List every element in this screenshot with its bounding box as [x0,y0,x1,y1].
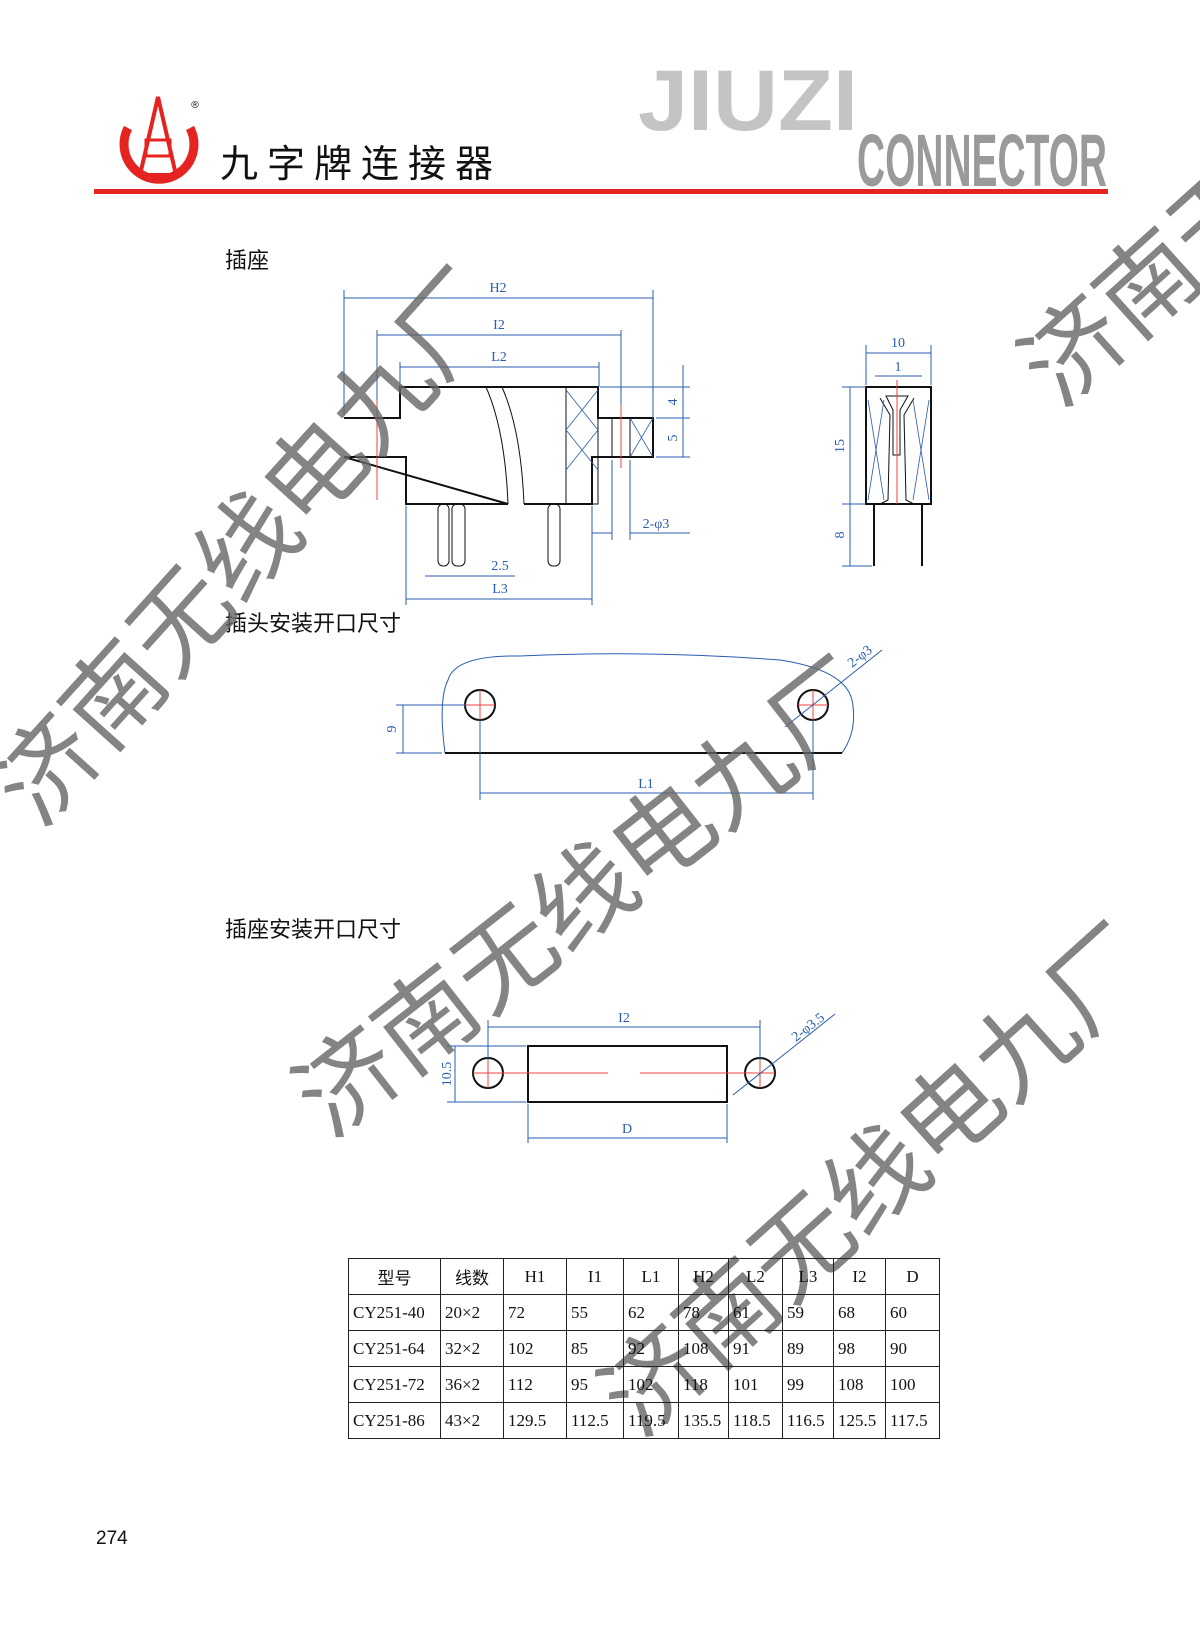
cell: 55 [566,1294,624,1331]
cell: CY251-72 [348,1366,441,1403]
cell: 99 [782,1366,834,1403]
cell: 102 [623,1366,679,1403]
col-header: H1 [503,1258,567,1295]
cell: 85 [566,1330,624,1367]
col-header: 型号 [348,1258,441,1295]
cell: 72 [503,1294,567,1331]
dim-label-9: 9 [385,726,400,733]
cell: CY251-40 [348,1294,441,1331]
dim-label-4: 4 [666,399,681,406]
brand-title: 九字牌连接器 [220,142,502,186]
cell: 119.5 [623,1402,679,1439]
cell: 98 [833,1330,886,1367]
cell: 95 [566,1366,624,1403]
section-title-plug-cutout: 插头安装开口尺寸 [225,612,401,637]
cell: 100 [885,1366,940,1403]
cell: 129.5 [503,1402,567,1439]
header-rule [94,189,1108,194]
col-header: I2 [833,1258,886,1295]
logo-wordmark-jiuzi: JIUZI [638,53,858,149]
cell: 32×2 [440,1330,504,1367]
cell: CY251-64 [348,1330,441,1367]
col-header: D [885,1258,940,1295]
dim-label-holes: 2-φ3 [643,517,670,532]
cell: CY251-86 [348,1402,441,1439]
dim-label-h2: H2 [489,281,506,296]
dim-label-i2: I2 [618,1011,630,1026]
dim-label-l1: L1 [638,777,654,792]
cell: 125.5 [833,1402,886,1439]
cell: 43×2 [440,1402,504,1439]
cell: 78 [678,1294,729,1331]
dim-label-l3: L3 [492,582,508,597]
cell: 112.5 [566,1402,624,1439]
watermark-text: 济南无线电九厂 [273,636,897,1159]
col-header: L2 [728,1258,783,1295]
dim-label-pitch: 2.5 [491,559,509,574]
page-number: 274 [96,1528,128,1549]
dim-label-i2: I2 [493,318,505,333]
dim-label-10-5: 10.5 [440,1062,455,1087]
col-header: H2 [678,1258,729,1295]
col-header: L1 [623,1258,679,1295]
cell: 89 [782,1330,834,1367]
dim-label-l2: L2 [491,350,507,365]
logo-wordmark-connector: CONNECTOR [857,119,1107,202]
cell: 118 [678,1366,729,1403]
cell: 108 [678,1330,729,1367]
brand-logo: ® [119,96,200,184]
registered-mark: ® [190,100,200,111]
cell: 61 [728,1294,783,1331]
dim-label-1: 1 [895,360,902,375]
cell: 118.5 [728,1402,783,1439]
cell: 116.5 [782,1402,834,1439]
watermark-text: 济南无线电九厂 [0,248,526,846]
cell: 91 [728,1330,783,1367]
dim-label-8: 8 [833,532,848,539]
watermark-text: 济南无线电九厂 [998,0,1200,428]
section-title-socket-cutout: 插座安装开口尺寸 [225,918,401,943]
cell: 60 [885,1294,940,1331]
socket-front-drawing: H2 I2 L2 L3 2.5 2-φ3 4 5 [343,281,690,605]
watermark-text: 济南无线电九厂 [0,978,66,1576]
section-title-socket: 插座 [225,249,269,274]
cell: 108 [833,1366,886,1403]
col-header: 线数 [440,1258,504,1295]
cell: 36×2 [440,1366,504,1403]
dim-label-15: 15 [833,439,848,453]
dim-label-10: 10 [891,336,905,351]
cell: 92 [623,1330,679,1367]
cell: 112 [503,1366,567,1403]
table-header-row: 型号 线数 H1 I1 L1 H2 L2 L3 I2 D [348,1258,940,1295]
plug-cutout-drawing: 9 L1 2-φ3 [385,643,883,800]
dim-label-holes: 2-φ3.5 [789,1010,828,1045]
col-header: L3 [782,1258,834,1295]
cell: 59 [782,1294,834,1331]
cell: 62 [623,1294,679,1331]
cell: 90 [885,1330,940,1367]
dim-label-5: 5 [666,435,681,442]
col-header: I1 [566,1258,624,1295]
cell: 101 [728,1366,783,1403]
cell: 117.5 [885,1402,940,1439]
cell: 102 [503,1330,567,1367]
cell: 135.5 [678,1402,729,1439]
cell: 68 [833,1294,886,1331]
dim-label-d: D [622,1122,632,1137]
socket-side-drawing: 10 1 15 8 [833,336,932,567]
cell: 20×2 [440,1294,504,1331]
